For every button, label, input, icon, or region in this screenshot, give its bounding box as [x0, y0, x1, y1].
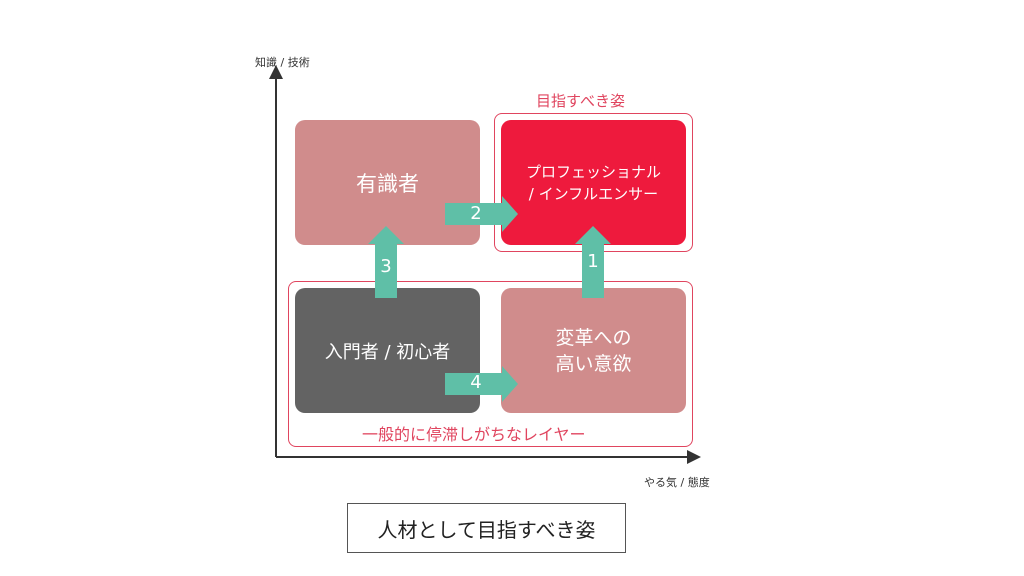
caption-box: 人材として目指すべき姿: [347, 503, 626, 553]
caption-text: 人材として目指すべき姿: [377, 517, 596, 542]
arrow-up-icon: [575, 226, 611, 298]
arrow-up-icon: [368, 226, 404, 298]
box-motivated-line-1: 変革への: [555, 326, 632, 349]
box-beginner-line: 入門者 / 初心者: [324, 341, 451, 363]
arrow-number-2: 2: [470, 203, 482, 224]
box-professional-line-1: プロフェッショナル: [525, 162, 661, 181]
y-axis-label: 知識 / 技術: [255, 56, 310, 69]
arrow-number-3: 3: [380, 256, 392, 277]
box-motivated: 変革への 高い意欲: [501, 288, 686, 413]
arrow-right-icon: [445, 366, 518, 402]
box-expert-line: 有識者: [356, 171, 419, 196]
arrow-number-4: 4: [470, 372, 482, 393]
goal-frame-label: 目指すべき姿: [536, 92, 625, 110]
box-professional: プロフェッショナル / インフルエンサー: [501, 120, 686, 245]
stall-frame: [288, 281, 693, 447]
arrow-number-1: 1: [587, 251, 599, 272]
stall-frame-label: 一般的に停滞しがちなレイヤー: [360, 421, 588, 445]
arrow-right-icon: [445, 196, 518, 232]
box-professional-line-2: / インフルエンサー: [528, 184, 659, 203]
x-axis-label: やる気 / 態度: [644, 476, 710, 489]
box-motivated-line-2: 高い意欲: [555, 352, 632, 375]
